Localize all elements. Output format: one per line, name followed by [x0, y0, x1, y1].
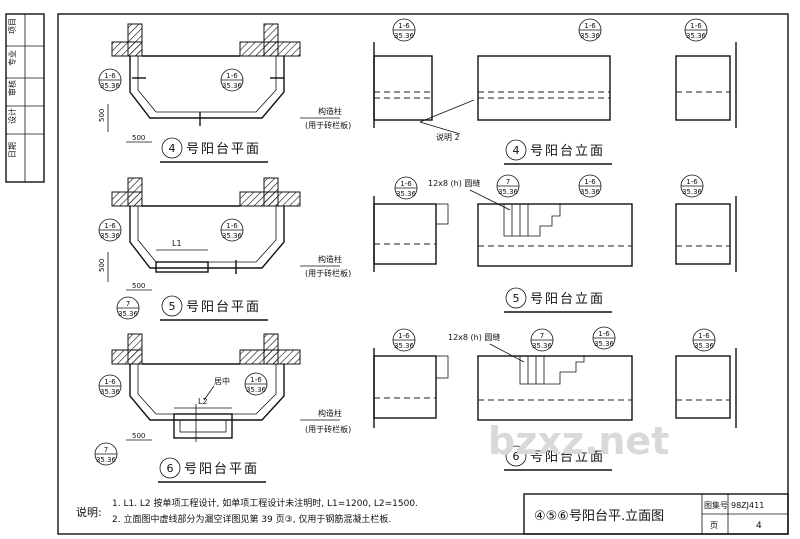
elev4-caption-text: 号阳台立面: [530, 144, 605, 159]
page-number: 4: [756, 521, 762, 531]
elev4-tag-b-1: 35.36: [394, 32, 415, 40]
elev4-tag-b-2: 35.36: [580, 32, 601, 40]
notes-label: 说明:: [76, 505, 102, 519]
notes-line-1: 1. L1. L2 按单项工程设计, 如单项工程设计未注明时, L1=1200,…: [112, 497, 418, 509]
plan4-dim-h: 500: [132, 134, 145, 142]
elev4-tag-a-2: 1-6: [584, 22, 596, 30]
elev6-caption-text: 号阳台立面: [530, 450, 605, 465]
elev6-tag-a-2: 1-6: [598, 330, 610, 338]
plan5-span: L1: [172, 239, 182, 248]
elev6-caption-num: 6: [513, 450, 520, 463]
plan6-caption-num: 6: [167, 462, 174, 475]
elev5-tag-b-3: 35.36: [682, 188, 703, 196]
plan6-tag7-b: 35.36: [96, 456, 117, 464]
plan4-dim-v: 500: [98, 109, 106, 122]
elevation-5: 1-6 35.36 7 35.36 1-6 35.36 1-6 35.36 12…: [373, 174, 737, 313]
plan5-caption-num: 5: [169, 300, 176, 313]
elev5-seam: 12x8 (h) 圆缝: [428, 178, 480, 188]
plan5-tag-b-right: 35.36: [222, 232, 243, 240]
elev4-caption-num: 4: [513, 144, 520, 157]
plan5-tag7-a: 7: [126, 300, 130, 308]
plan6-center: 居中: [214, 376, 230, 386]
plan4-caption-num: 4: [169, 142, 176, 155]
elev4-note: 说明 2: [436, 132, 460, 142]
elev4-tag-a-1: 1-6: [398, 22, 410, 30]
elev5-tag7-b: 35.36: [498, 188, 519, 196]
plan5-dim-h: 500: [132, 282, 145, 290]
plan5-col-note-1: 构造柱: [318, 254, 342, 264]
notes-line-2: 2. 立面图中虚线部分为漏空详图见第 39 页③, 仅用于钢筋混凝土栏板.: [112, 513, 391, 525]
plan4-col-note-2: (用于砖栏板): [305, 120, 351, 130]
side-cell-5: 日期: [8, 142, 17, 158]
elev6-tag-a-3: 1-6: [698, 332, 710, 340]
elev5-tag-b-1: 35.36: [396, 190, 417, 198]
plan6-tag-a-right: 1-6: [250, 376, 262, 384]
side-cell-1: 项目: [8, 18, 17, 34]
plan6-span: L2: [198, 397, 208, 406]
title-block-title: ④⑤⑥号阳台平.立面图: [534, 509, 664, 524]
plan5-tag-a-right: 1-6: [226, 222, 238, 230]
elev5-tag-b-2: 35.36: [580, 188, 601, 196]
elev5-caption-text: 号阳台立面: [530, 292, 605, 307]
notes: 说明: 1. L1. L2 按单项工程设计, 如单项工程设计未注明时, L1=1…: [76, 497, 418, 525]
elevation-4: 1-6 35.36 1-6 35.36 1-6 35.36 说明 2 4 号阳台…: [373, 18, 737, 165]
elev6-tag-b-1: 35.36: [394, 342, 415, 350]
plan5-caption-text: 号阳台平面: [186, 300, 261, 315]
elevation-6: 1-6 35.36 7 35.36 1-6 35.36 1-6 35.36 12…: [373, 326, 737, 471]
page-label: 页: [710, 521, 718, 530]
elev5-tag-a-2: 1-6: [584, 178, 596, 186]
plan5-tag-b-left: 35.36: [100, 232, 121, 240]
plan-5: L1 1-6 35.36 1-6 35.36 7 35.36 500 500 构…: [98, 177, 351, 321]
elev5-tag7-a: 7: [506, 178, 510, 186]
plan6-caption-text: 号阳台平面: [184, 462, 259, 477]
elev4-tag-a-3: 1-6: [690, 22, 702, 30]
side-cell-3: 审核: [7, 80, 17, 96]
atlas-label: 图集号: [704, 500, 728, 510]
plan-6: L2 居中 1-6 35.36 1-6 35.36 7 35.36 500 构造…: [94, 333, 351, 483]
elev6-seam: 12x8 (h) 圆缝: [448, 332, 500, 342]
side-cell-4: 设计: [7, 108, 17, 124]
elev5-caption-num: 5: [513, 292, 520, 305]
plan6-tag7-a: 7: [104, 446, 108, 454]
plan4-tag-b-left: 35.36: [100, 82, 121, 90]
side-cell-2: 专业: [7, 50, 17, 66]
plan4-col-note-1: 构造柱: [318, 106, 342, 116]
plan4-tag-a-right: 1-6: [226, 72, 238, 80]
plan5-dim-v: 500: [98, 259, 106, 272]
plan4-tag-b-right: 35.36: [222, 82, 243, 90]
side-block: 项目 专业 审核 设计 日期: [5, 13, 45, 183]
plan5-tag-a-left: 1-6: [104, 222, 116, 230]
plan-4: 1-6 35.36 1-6 35.36 500 500 构造柱 (用于砖栏板) …: [98, 23, 351, 163]
plan6-tag-a-left: 1-6: [104, 378, 116, 386]
elev6-tag-b-2: 35.36: [594, 340, 615, 348]
elev6-tag-b-3: 35.36: [694, 342, 715, 350]
plan5-col-note-2: (用于砖栏板): [305, 268, 351, 278]
watermark: bzxz.net: [488, 419, 669, 463]
elev6-tag-a-1: 1-6: [398, 332, 410, 340]
plan6-tag-b-left: 35.36: [100, 388, 121, 396]
elev5-tag-a-3: 1-6: [686, 178, 698, 186]
elev4-tag-b-3: 35.36: [686, 32, 707, 40]
plan6-col-note-1: 构造柱: [318, 408, 342, 418]
atlas-number: 98ZJ411: [731, 501, 764, 510]
plan6-tag-b-right: 35.36: [246, 386, 267, 394]
plan4-caption-text: 号阳台平面: [186, 142, 261, 157]
elev5-tag-a-1: 1-6: [400, 180, 412, 188]
plan6-dim-h: 500: [132, 432, 145, 440]
elev6-tag7-a: 7: [540, 332, 544, 340]
plan5-tag7-b: 35.36: [118, 310, 139, 318]
plan6-col-note-2: (用于砖栏板): [305, 424, 351, 434]
elev6-tag7-b: 35.36: [532, 342, 553, 350]
title-block: ④⑤⑥号阳台平.立面图 图集号 98ZJ411 页 4: [523, 493, 789, 535]
drawing-frame: [57, 13, 789, 535]
plan4-tag-a-left: 1-6: [104, 72, 116, 80]
